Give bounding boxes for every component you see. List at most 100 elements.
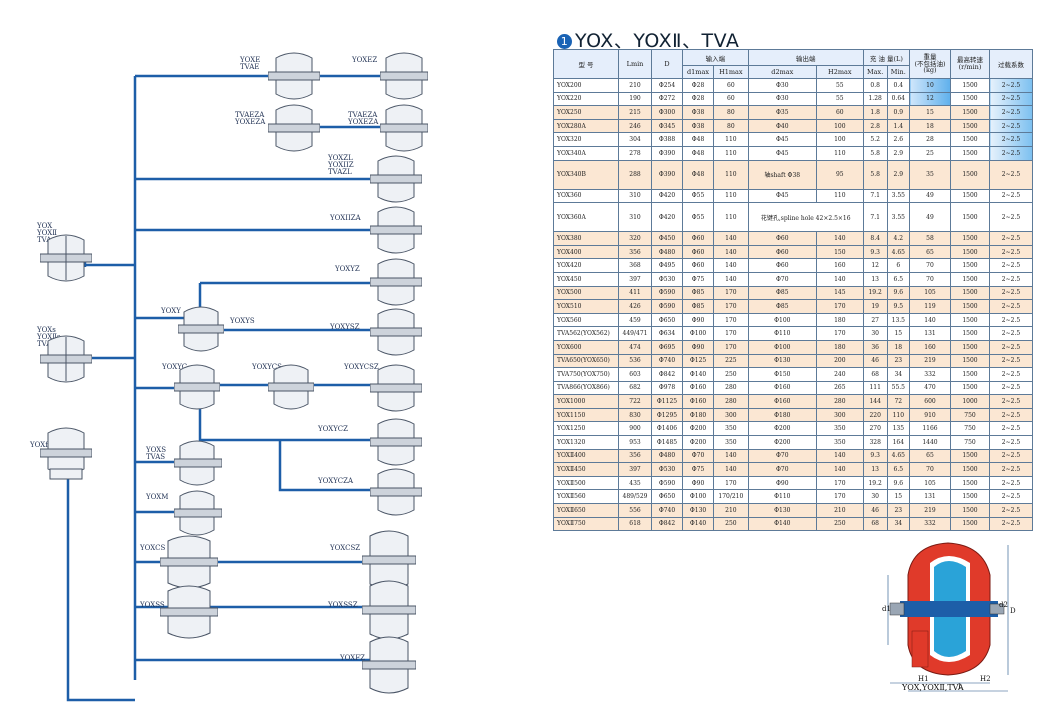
cell-d2: Φ40 xyxy=(747,118,817,134)
cell-model: YOXⅡ650 xyxy=(553,503,619,518)
col-oil-min: Min. xyxy=(886,65,911,79)
cell-lmin: 536 xyxy=(618,353,652,369)
cell-lmin: 489/529 xyxy=(618,489,652,505)
cell-model: YOX220 xyxy=(553,91,619,107)
cell-d1: Φ55 xyxy=(681,188,715,204)
cell-d: Φ842 xyxy=(651,516,683,532)
label-yoxys: YOXYS xyxy=(230,317,255,325)
coupling-drawing xyxy=(370,206,422,254)
cell-h2: 55 xyxy=(815,91,864,107)
coupling-drawing xyxy=(174,490,222,536)
cell-max: 46 xyxy=(862,503,888,518)
cell-rpm: 1000 xyxy=(950,394,990,409)
cell-d: Φ480 xyxy=(651,448,683,464)
cell-d1: Φ60 xyxy=(681,244,715,260)
cell-min: 3.55 xyxy=(886,202,911,233)
cell-d1: Φ48 xyxy=(681,145,715,161)
cell-model: YOX500 xyxy=(553,285,619,301)
cell-d2: Φ110 xyxy=(747,489,817,505)
cell-min: 72 xyxy=(886,394,911,409)
cell-d: Φ740 xyxy=(651,353,683,369)
cell-lmin: 830 xyxy=(618,407,652,423)
cell-h1: 170 xyxy=(713,312,749,328)
coupling-drawing xyxy=(370,155,422,203)
cell-model: YOX1150 xyxy=(553,407,619,423)
cell-lmin: 210 xyxy=(618,78,652,93)
cell-w: 10 xyxy=(909,78,951,93)
coupling-drawing xyxy=(370,468,422,516)
cell-d: Φ650 xyxy=(651,312,683,328)
cell-rpm: 1500 xyxy=(950,78,990,93)
cell-lmin: 397 xyxy=(618,271,652,287)
coupling-drawing xyxy=(362,530,416,590)
cell-d1: Φ100 xyxy=(681,326,715,341)
label-yoxysz: YOXYSZ xyxy=(330,323,360,331)
cell-rpm: 1500 xyxy=(950,258,990,273)
cell-lmin: 397 xyxy=(618,462,652,477)
cell-d1: Φ180 xyxy=(681,407,715,423)
cell-model: YOX1000 xyxy=(553,394,619,409)
cell-min: 4.2 xyxy=(886,231,911,246)
cell-d2: Φ150 xyxy=(747,367,817,382)
cell-rpm: 750 xyxy=(950,435,990,450)
col-oil: 充 油 量(L) xyxy=(862,49,911,66)
label-yoxfz: YOXFZ xyxy=(340,654,365,662)
cell-h2: 110 xyxy=(815,188,864,204)
cell-ov: 2~2.5 xyxy=(989,394,1033,409)
cell-h1: 170 xyxy=(713,285,749,301)
cell-max: 111 xyxy=(862,380,888,396)
cell-max: 19.2 xyxy=(862,285,888,301)
cell-lmin: 304 xyxy=(618,132,652,147)
cell-lmin: 900 xyxy=(618,421,652,437)
cell-max: 19.2 xyxy=(862,475,888,491)
label-yoxiiza: YOXIIZA xyxy=(330,214,361,222)
cell-ov: 2~2.5 xyxy=(989,159,1033,190)
col-lmin: Lmin xyxy=(618,49,652,79)
cell-max: 8.4 xyxy=(862,231,888,246)
cell-min: 9.6 xyxy=(886,475,911,491)
cell-min: 0.64 xyxy=(886,91,911,107)
cell-d2: Φ110 xyxy=(747,326,817,341)
cell-model: YOX380 xyxy=(553,231,619,246)
cell-d2: Φ70 xyxy=(747,271,817,287)
coupling-drawing xyxy=(370,308,422,356)
cell-h2: 350 xyxy=(815,435,864,450)
cell-ov: 2~2.5 xyxy=(989,145,1033,161)
cell-lmin: 449/471 xyxy=(618,326,652,341)
cell-w: 70 xyxy=(909,462,951,477)
cell-h1: 350 xyxy=(713,435,749,450)
cell-rpm: 1500 xyxy=(950,145,990,161)
col-oil-max: Max. xyxy=(862,65,888,79)
cell-ov: 2~2.5 xyxy=(989,188,1033,204)
cell-max: 12 xyxy=(862,258,888,273)
cell-h2: 265 xyxy=(815,380,864,396)
cell-min: 110 xyxy=(886,407,911,423)
cell-model: YOX450 xyxy=(553,271,619,287)
cell-rpm: 1500 xyxy=(950,285,990,301)
cell-min: 3.55 xyxy=(886,188,911,204)
cell-d2: Φ30 xyxy=(747,78,817,93)
cell-h1: 350 xyxy=(713,421,749,437)
cell-min: 18 xyxy=(886,339,911,355)
cell-d1: Φ85 xyxy=(681,285,715,301)
cell-w: 910 xyxy=(909,407,951,423)
cell-d: Φ1406 xyxy=(651,421,683,437)
cell-min: 4.65 xyxy=(886,244,911,260)
cell-h1: 170/210 xyxy=(713,489,749,505)
cell-d: Φ1485 xyxy=(651,435,683,450)
col-overload: 过载系数 xyxy=(989,49,1033,79)
dim-L: L xyxy=(958,683,963,691)
cell-rpm: 1500 xyxy=(950,339,990,355)
cell-d2: Φ45 xyxy=(747,188,817,204)
cell-max: 2.8 xyxy=(862,118,888,134)
coupling-drawing xyxy=(380,104,428,152)
cell-min: 2.9 xyxy=(886,159,911,190)
